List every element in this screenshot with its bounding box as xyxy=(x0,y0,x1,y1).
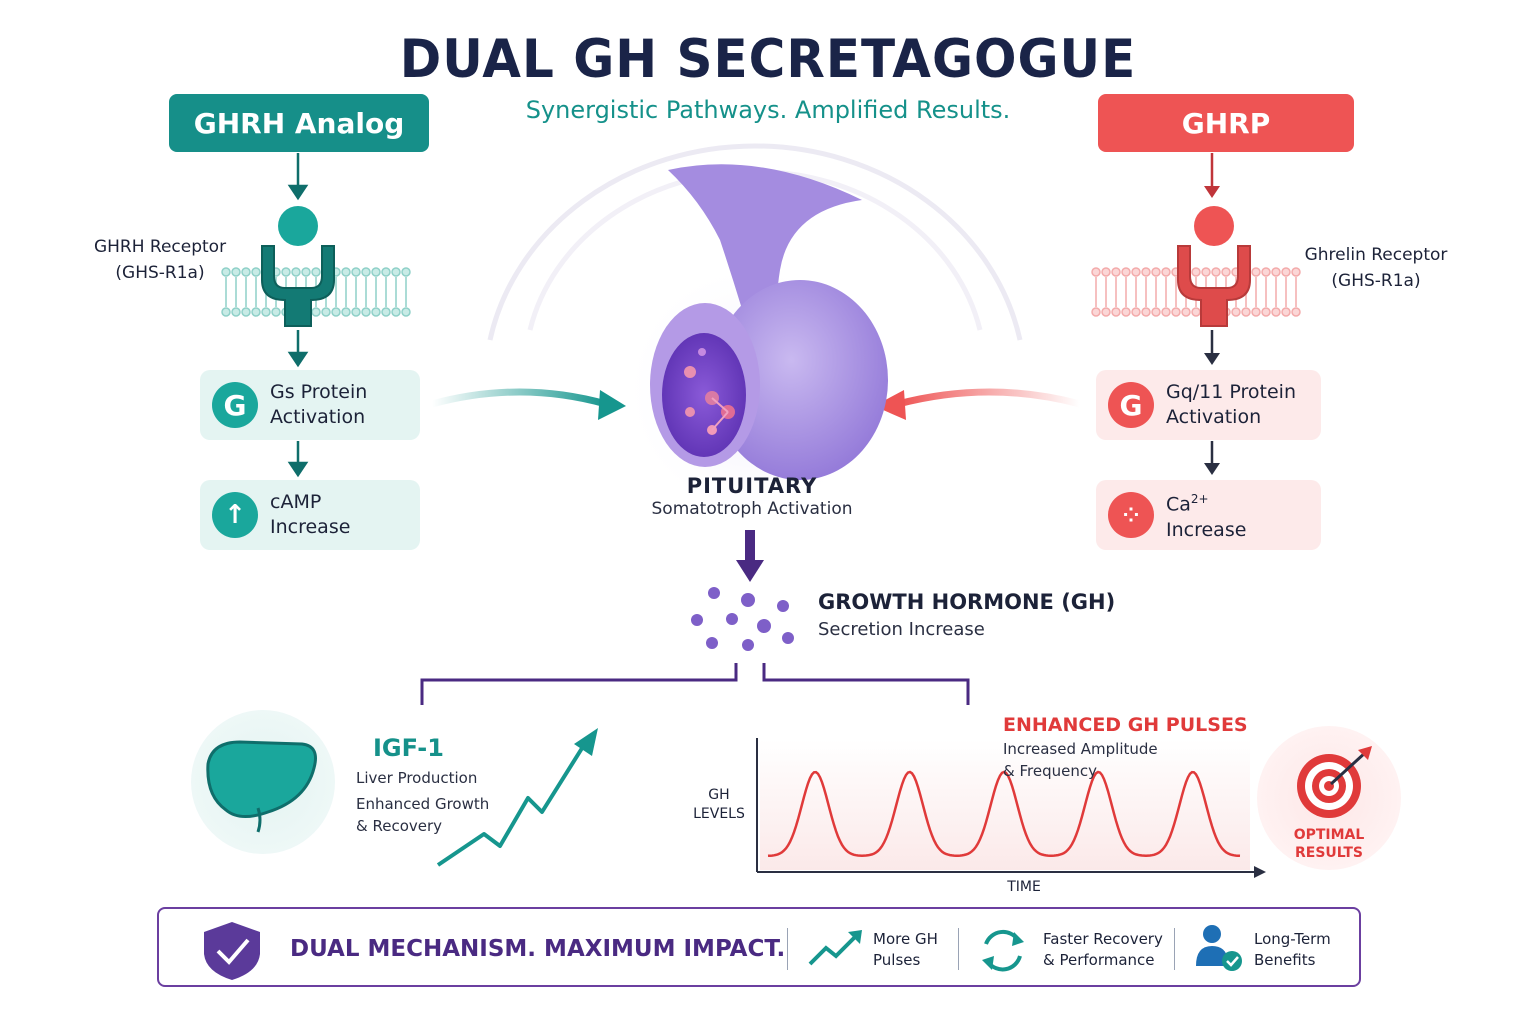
optimal-line2: RESULTS xyxy=(1294,845,1364,861)
pituitary-to-gh-arrow xyxy=(736,530,764,582)
right-to-pituitary-arrow xyxy=(897,388,1081,408)
calcium-card: ⁘ Ca2+ Increase xyxy=(1096,480,1321,550)
igf1-line2: Enhanced Growth xyxy=(356,795,490,813)
user-check-icon xyxy=(1196,925,1242,971)
igf1-title: IGF-1 xyxy=(373,734,444,762)
gh-title: GROWTH HORMONE (GH) xyxy=(818,590,1116,614)
calcium-text: Ca2+ Increase xyxy=(1166,487,1246,542)
calcium-dots-icon: ⁘ xyxy=(1108,492,1154,538)
trend-up-icon xyxy=(808,930,862,966)
ghrh-receptor-name: GHRH Receptor xyxy=(93,237,227,257)
gh-pulses-desc: Increased Amplitude & Frequency xyxy=(1003,738,1158,782)
optimal-results-label: OPTIMAL RESULTS xyxy=(1270,826,1388,862)
gh-pulses-line2: & Frequency xyxy=(1003,762,1097,780)
gh-pulses-line1: Increased Amplitude xyxy=(1003,740,1158,758)
y-axis-label-line1: GH xyxy=(708,787,730,803)
shield-check-icon xyxy=(204,922,260,980)
gq-protein-line2: Activation xyxy=(1166,406,1262,428)
pituitary-subtitle: Somatotroph Activation xyxy=(651,499,853,519)
camp-text: cAMP Increase xyxy=(270,490,350,540)
liver-icon xyxy=(206,740,317,833)
pituitary-title: PITUITARY xyxy=(686,474,818,498)
calcium-line2: Increase xyxy=(1166,518,1247,541)
ghrh-analog-label: GHRH Analog xyxy=(169,94,429,152)
feature-more-gh-pulses: More GH Pulses xyxy=(873,929,938,971)
gq-protein-line1: Gq/11 Protein xyxy=(1166,381,1297,403)
ghrh-receptor-type: (GHS-R1a) xyxy=(115,263,205,283)
igf1-line3: & Recovery xyxy=(356,817,443,835)
y-axis-label: GH LEVELS xyxy=(688,786,750,824)
ghrh-receptor-label: GHRH Receptor (GHS-R1a) xyxy=(80,234,240,286)
gq-protein-card: G Gq/11 Protein Activation xyxy=(1096,370,1321,440)
feature-2-line1: Faster Recovery xyxy=(1043,930,1163,948)
refresh-icon xyxy=(982,929,1024,972)
gs-protein-card: G Gs Protein Activation xyxy=(200,370,420,440)
bracket-connectors xyxy=(420,663,970,705)
igf1-line1: Liver Production xyxy=(356,769,478,787)
gh-particles-icon xyxy=(691,587,794,651)
x-axis-label: TIME xyxy=(1007,879,1041,895)
ghrelin-receptor-label: Ghrelin Receptor (GHS-R1a) xyxy=(1296,242,1456,294)
gs-protein-line1: Gs Protein xyxy=(270,381,368,403)
summary-banner xyxy=(157,907,1361,987)
camp-line1: cAMP xyxy=(270,491,322,513)
gs-protein-line2: Activation xyxy=(270,406,366,428)
banner-divider xyxy=(958,928,959,970)
banner-headline: DUAL MECHANISM. MAXIMUM IMPACT. xyxy=(290,936,786,962)
gs-protein-text: Gs Protein Activation xyxy=(270,380,367,430)
ghrelin-receptor-type: (GHS-R1a) xyxy=(1331,271,1421,291)
calcium-charge: 2+ xyxy=(1190,492,1209,507)
camp-line2: Increase xyxy=(270,516,351,538)
feature-faster-recovery: Faster Recovery & Performance xyxy=(1043,929,1163,971)
ghrelin-receptor-icon xyxy=(1177,206,1251,327)
camp-card: ↑ cAMP Increase xyxy=(200,480,420,550)
igf1-benefit: Enhanced Growth & Recovery xyxy=(356,793,496,837)
target-icon xyxy=(1297,746,1372,818)
calcium-symbol: Ca xyxy=(1166,493,1191,516)
igf-trend-arrow xyxy=(436,728,598,867)
g-protein-icon: G xyxy=(1108,382,1154,428)
gh-pulses-title: ENHANCED GH PULSES xyxy=(1003,714,1248,736)
gh-subtitle: Secretion Increase xyxy=(818,619,985,640)
gh-pulse-line xyxy=(767,770,1241,858)
ghrh-receptor-icon xyxy=(261,206,335,327)
banner-divider xyxy=(1174,928,1175,970)
gh-pulse-chart xyxy=(756,738,1266,878)
page-title: DUAL GH SECRETAGOGUE xyxy=(399,28,1137,90)
gq-protein-text: Gq/11 Protein Activation xyxy=(1166,380,1296,430)
feature-1-line2: Pulses xyxy=(873,951,921,969)
banner-divider xyxy=(787,928,788,970)
arrow-up-icon: ↑ xyxy=(212,492,258,538)
feature-3-line2: Benefits xyxy=(1254,951,1316,969)
feature-1-line1: More GH xyxy=(873,930,938,948)
ghrelin-receptor-name: Ghrelin Receptor xyxy=(1304,245,1448,265)
optimal-line1: OPTIMAL xyxy=(1293,827,1365,843)
feature-3-line1: Long-Term xyxy=(1254,930,1331,948)
y-axis-label-line2: LEVELS xyxy=(693,806,745,822)
feature-2-line2: & Performance xyxy=(1043,951,1155,969)
ghrp-label: GHRP xyxy=(1098,94,1354,152)
right-pathway-connectors xyxy=(1204,153,1220,475)
left-pathway-connectors xyxy=(287,153,309,478)
feature-long-term: Long-Term Benefits xyxy=(1254,929,1331,971)
page-subtitle: Synergistic Pathways. Amplified Results. xyxy=(525,96,1011,124)
g-protein-icon: G xyxy=(212,382,258,428)
calcium-line1: Ca2+ xyxy=(1166,487,1246,517)
pituitary-gland-icon xyxy=(650,164,888,480)
left-to-pituitary-arrow xyxy=(431,388,607,408)
